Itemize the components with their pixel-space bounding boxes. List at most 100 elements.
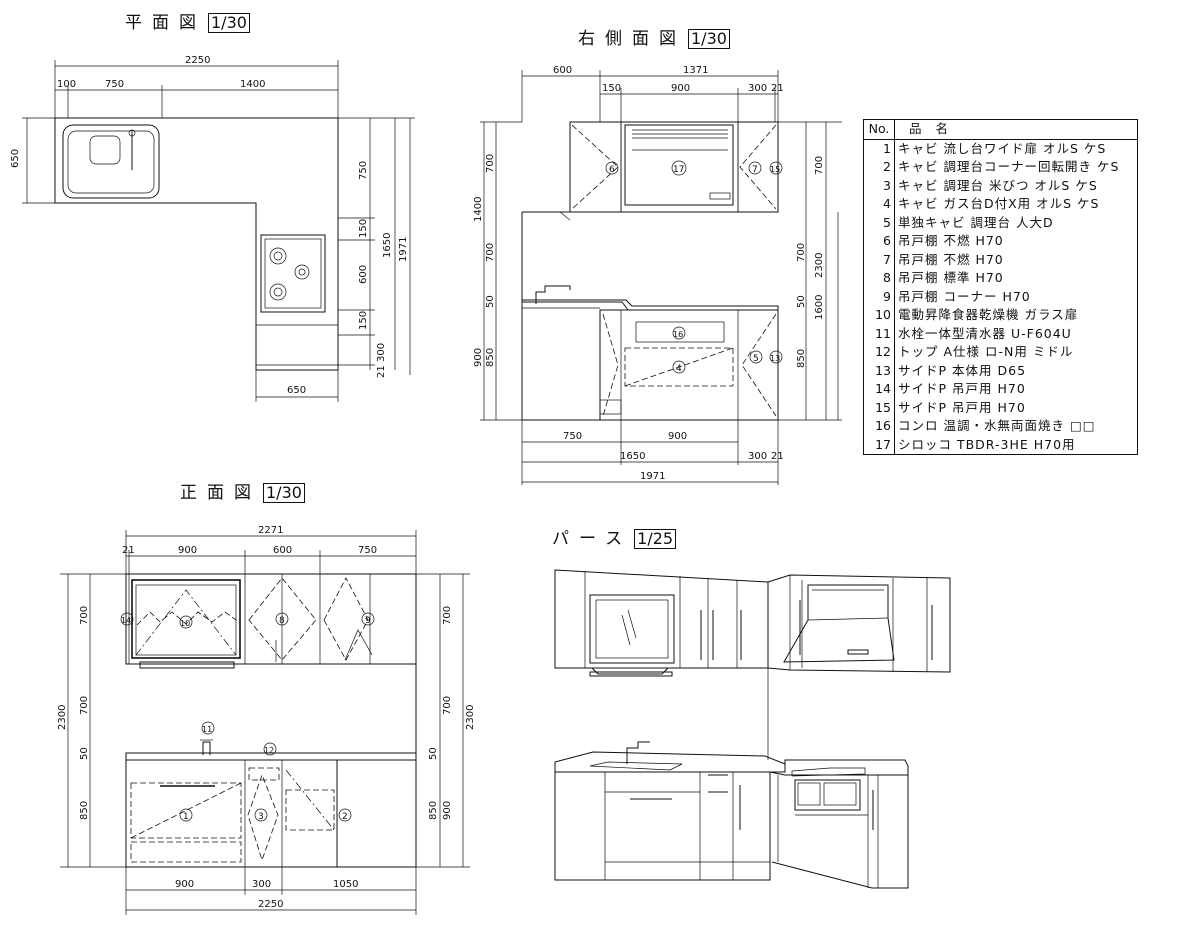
plan-dim-600: 600 xyxy=(358,265,369,284)
front-dim-300-bottom: 300 xyxy=(252,879,271,890)
perspective-title-text: パース xyxy=(552,529,633,549)
front-dim-900-top: 900 xyxy=(178,545,197,556)
front-view: 2271 21 900 600 750 700 2300 700 xyxy=(57,525,476,915)
side-dim-21-bottom: 21 xyxy=(771,451,784,462)
plan-dim-21: 21 xyxy=(376,365,387,378)
row-no: 3 xyxy=(863,176,895,195)
front-dim-900-bottom: 900 xyxy=(175,879,194,890)
side-dim-150: 150 xyxy=(602,83,621,94)
side-dim-850-left: 850 xyxy=(485,348,496,367)
plan-title-text: 平面図 xyxy=(125,13,206,33)
svg-text:12: 12 xyxy=(264,746,274,755)
side-marker-7: 7 xyxy=(748,161,762,175)
front-dim-700b-left: 700 xyxy=(79,696,90,715)
row-name: コンロ 温調・水無両面焼き □□ xyxy=(894,417,1138,436)
side-view: 600 1371 150 900 300 21 xyxy=(473,65,842,485)
plan-dim-2250: 2250 xyxy=(185,55,210,66)
svg-text:4: 4 xyxy=(676,364,682,374)
row-no: 9 xyxy=(863,287,895,306)
plan-dim-650-left: 650 xyxy=(10,149,21,168)
row-no: 8 xyxy=(863,269,895,288)
svg-text:8: 8 xyxy=(279,616,285,626)
svg-text:10: 10 xyxy=(180,619,190,628)
row-name: シロッコ TBDR-3HE H70用 xyxy=(894,435,1138,455)
svg-text:13: 13 xyxy=(770,354,780,363)
header-name: 品名 xyxy=(894,119,1138,140)
row-name: 電動昇降食器乾燥機 ガラス扉 xyxy=(894,306,1138,325)
plan-dim-750-right: 750 xyxy=(358,161,369,180)
front-dim-850-left: 850 xyxy=(79,801,90,820)
perspective-view xyxy=(554,569,951,889)
row-name: キャビ 調理台 米びつ オルS ケS xyxy=(894,176,1138,195)
side-dim-700a: 700 xyxy=(485,154,496,173)
side-marker-5: 5 xyxy=(749,350,763,364)
plan-dim-1400: 1400 xyxy=(240,79,265,90)
row-no: 17 xyxy=(863,435,895,455)
row-no: 6 xyxy=(863,232,895,251)
plan-view: 2250 100 750 1400 650 xyxy=(10,55,415,402)
svg-text:14: 14 xyxy=(121,616,131,625)
front-dim-1050: 1050 xyxy=(333,879,358,890)
front-dim-850-right: 850 xyxy=(428,801,439,820)
svg-text:5: 5 xyxy=(753,354,759,364)
side-dim-700b: 700 xyxy=(485,243,496,262)
svg-text:1: 1 xyxy=(183,812,189,822)
side-dim-700b-right: 700 xyxy=(796,243,807,262)
row-no: 13 xyxy=(863,361,895,380)
svg-text:17: 17 xyxy=(673,165,684,175)
side-dim-850-right: 850 xyxy=(796,349,807,368)
row-no: 1 xyxy=(863,139,895,158)
svg-text:11: 11 xyxy=(202,725,212,734)
side-dim-600: 600 xyxy=(553,65,572,76)
plan-scale: 1/30 xyxy=(208,13,250,33)
side-dim-750-bottom: 750 xyxy=(563,431,582,442)
side-dim-50: 50 xyxy=(485,295,496,308)
plan-dim-150a: 150 xyxy=(358,219,369,238)
side-dim-1600: 1600 xyxy=(814,295,825,320)
plan-dim-300: 300 xyxy=(376,343,387,362)
row-name: 吊戸棚 コーナー H70 xyxy=(894,287,1138,306)
front-marker-1: 1 xyxy=(179,808,193,822)
front-dim-700a-right: 700 xyxy=(442,606,453,625)
perspective-scale: 1/25 xyxy=(634,529,677,549)
front-dim-750-top: 750 xyxy=(358,545,377,556)
side-dim-1971: 1971 xyxy=(640,471,665,482)
front-title-text: 正面図 xyxy=(180,483,261,503)
row-name: キャビ 調理台コーナー回転開き ケS xyxy=(894,158,1138,177)
svg-text:9: 9 xyxy=(365,616,371,626)
side-dim-300: 300 xyxy=(748,83,767,94)
plan-dim-1650: 1650 xyxy=(382,233,393,258)
svg-text:6: 6 xyxy=(609,165,615,175)
parts-table-header: No. 品名 xyxy=(863,119,1138,140)
plan-dim-1971: 1971 xyxy=(398,237,409,262)
front-dim-900-right: 900 xyxy=(442,801,453,820)
side-marker-17: 17 xyxy=(671,160,687,176)
row-name: サイドP 吊戸用 H70 xyxy=(894,398,1138,417)
front-marker-12: 12 xyxy=(263,742,277,756)
row-no: 2 xyxy=(863,158,895,177)
side-marker-13: 13 xyxy=(769,350,783,364)
row-no: 16 xyxy=(863,417,895,436)
row-name: トップ A仕様 ロ-N用 ミドル xyxy=(894,343,1138,362)
row-no: 15 xyxy=(863,398,895,417)
front-dim-700b-right: 700 xyxy=(442,696,453,715)
side-marker-6: 6 xyxy=(605,161,619,175)
side-dim-300-bottom: 300 xyxy=(748,451,767,462)
front-marker-2: 2 xyxy=(338,808,352,822)
row-no: 14 xyxy=(863,380,895,399)
row-name: 吊戸棚 標準 H70 xyxy=(894,269,1138,288)
front-dim-50-right: 50 xyxy=(428,747,439,760)
